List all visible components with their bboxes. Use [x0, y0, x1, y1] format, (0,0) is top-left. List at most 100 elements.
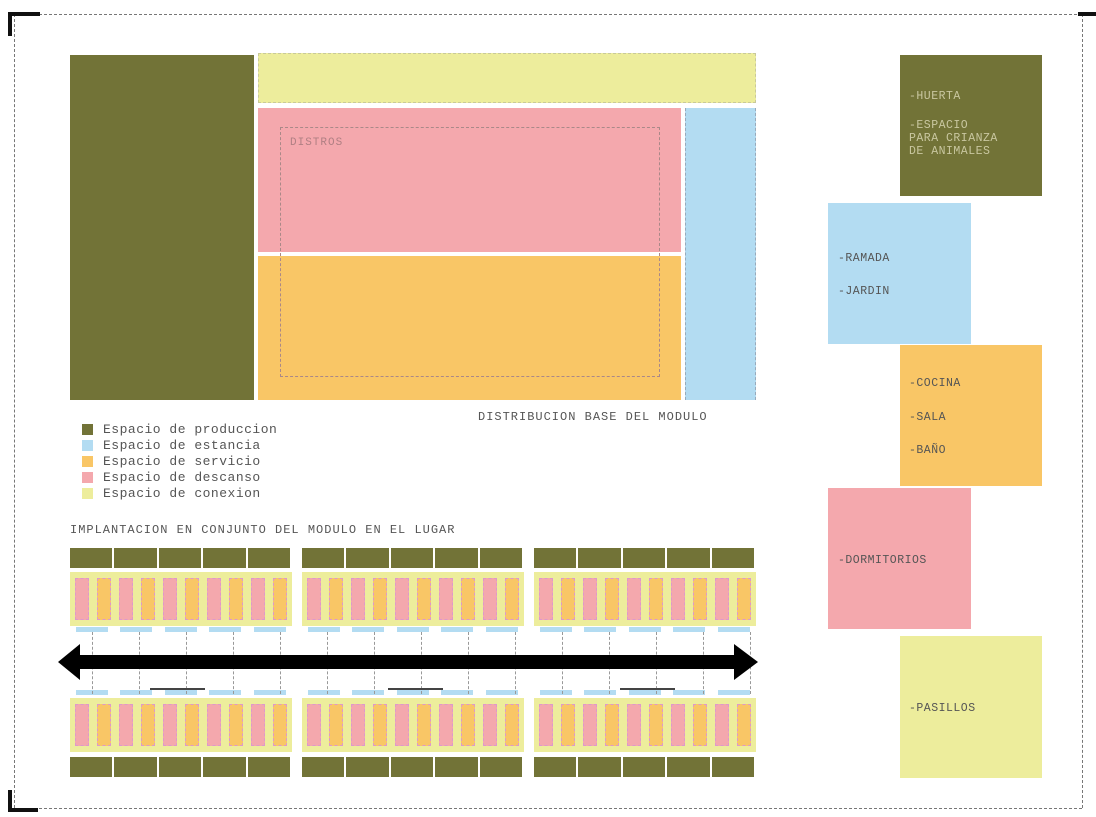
card-line: -SALA	[909, 411, 947, 424]
corner-mark-bottom-left-h	[8, 808, 38, 812]
site-produccion-strip	[247, 757, 290, 777]
site-produccion-strip	[114, 757, 157, 777]
corner-mark-top-left	[8, 12, 40, 16]
zone-conexion	[258, 53, 756, 103]
site-produccion-strip	[203, 548, 246, 568]
site-estancia	[628, 627, 661, 632]
site-estancia	[164, 627, 197, 632]
site-estancia	[673, 627, 706, 632]
legend: Espacio de produccion Espacio de estanci…	[82, 421, 277, 501]
site-room	[329, 704, 343, 746]
site-estancia	[485, 690, 518, 695]
site-room	[97, 578, 111, 620]
site-estancia	[673, 690, 706, 695]
site-estancia	[485, 627, 518, 632]
site-room	[461, 704, 475, 746]
card-line: -BAÑO	[909, 444, 947, 457]
site-room	[671, 578, 685, 620]
site-produccion-strip	[390, 757, 434, 777]
site-room	[75, 578, 89, 620]
inner-outline	[280, 127, 660, 377]
site-produccion-strip	[158, 757, 202, 777]
site-path-mark	[620, 688, 675, 690]
site-produccion-strip	[203, 757, 246, 777]
legend-label: Espacio de estancia	[103, 437, 261, 453]
double-arrow-icon	[58, 644, 758, 680]
site-room	[229, 704, 243, 746]
zone-estancia	[685, 108, 756, 400]
legend-swatch	[82, 455, 93, 467]
site-estancia	[717, 690, 750, 695]
corner-mark-bottom-left	[8, 790, 12, 812]
site-produccion-strip	[622, 548, 666, 568]
site-estancia	[441, 690, 474, 695]
card-line: -HUERTA	[909, 90, 961, 103]
corner-mark-top-left-v	[8, 12, 12, 36]
zone-descanso	[258, 108, 681, 252]
card-line: -JARDIN	[838, 285, 890, 298]
frame-left-border	[14, 14, 15, 808]
card-line: -ESPACIO PARA CRIANZA DE ANIMALES	[909, 119, 998, 158]
site-path-mark	[150, 688, 205, 690]
site-room	[417, 578, 431, 620]
site-room	[141, 578, 155, 620]
card-line: -COCINA	[909, 377, 961, 390]
site-room	[163, 578, 177, 620]
site-estancia	[164, 690, 197, 695]
implantacion-title: IMPLANTACION EN CONJUNTO DEL MODULO EN E…	[70, 523, 456, 537]
site-room	[395, 704, 409, 746]
legend-item-conexion: Espacio de conexion	[82, 485, 277, 501]
site-estancia	[120, 690, 153, 695]
legend-label: Espacio de conexion	[103, 485, 261, 501]
frame-right-border	[1082, 14, 1083, 808]
site-room	[539, 704, 553, 746]
site-estancia	[717, 627, 750, 632]
site-room	[483, 704, 497, 746]
site-room	[715, 704, 729, 746]
legend-item-produccion: Espacio de produccion	[82, 421, 277, 437]
site-produccion-strip	[346, 757, 389, 777]
legend-item-estancia: Espacio de estancia	[82, 437, 277, 453]
card-servicio: -COCINA -SALA -BAÑO	[900, 345, 1042, 486]
card-line: -DORMITORIOS	[838, 554, 927, 567]
site-estancia	[120, 627, 153, 632]
site-room	[693, 578, 707, 620]
site-room	[605, 578, 619, 620]
site-room	[229, 578, 243, 620]
site-estancia	[253, 690, 286, 695]
site-room	[737, 704, 751, 746]
site-room	[119, 704, 133, 746]
site-room	[307, 704, 321, 746]
site-produccion-strip	[711, 757, 754, 777]
legend-swatch	[82, 487, 93, 499]
legend-swatch	[82, 439, 93, 451]
legend-label: Espacio de produccion	[103, 421, 278, 437]
site-room	[505, 704, 519, 746]
site-produccion-strip	[346, 548, 389, 568]
site-room	[483, 578, 497, 620]
site-room	[417, 704, 431, 746]
site-produccion-strip	[711, 548, 754, 568]
site-room	[185, 704, 199, 746]
site-estancia	[540, 627, 572, 632]
frame-top-border	[14, 14, 1082, 15]
site-produccion-strip	[302, 548, 345, 568]
site-estancia	[76, 627, 108, 632]
site-room	[627, 704, 641, 746]
site-estancia	[540, 690, 572, 695]
site-room	[583, 704, 597, 746]
site-produccion-strip	[435, 757, 478, 777]
site-room	[439, 578, 453, 620]
site-path-mark	[388, 688, 443, 690]
site-estancia	[308, 690, 340, 695]
inner-label: DISTROS	[290, 137, 344, 149]
site-produccion-strip	[667, 548, 710, 568]
site-room	[251, 578, 265, 620]
site-estancia	[209, 690, 242, 695]
site-room	[273, 578, 287, 620]
site-room	[351, 578, 365, 620]
legend-swatch	[82, 471, 93, 483]
legend-item-servicio: Espacio de servicio	[82, 453, 277, 469]
zone-produccion	[70, 55, 254, 400]
card-line: -RAMADA	[838, 252, 890, 265]
